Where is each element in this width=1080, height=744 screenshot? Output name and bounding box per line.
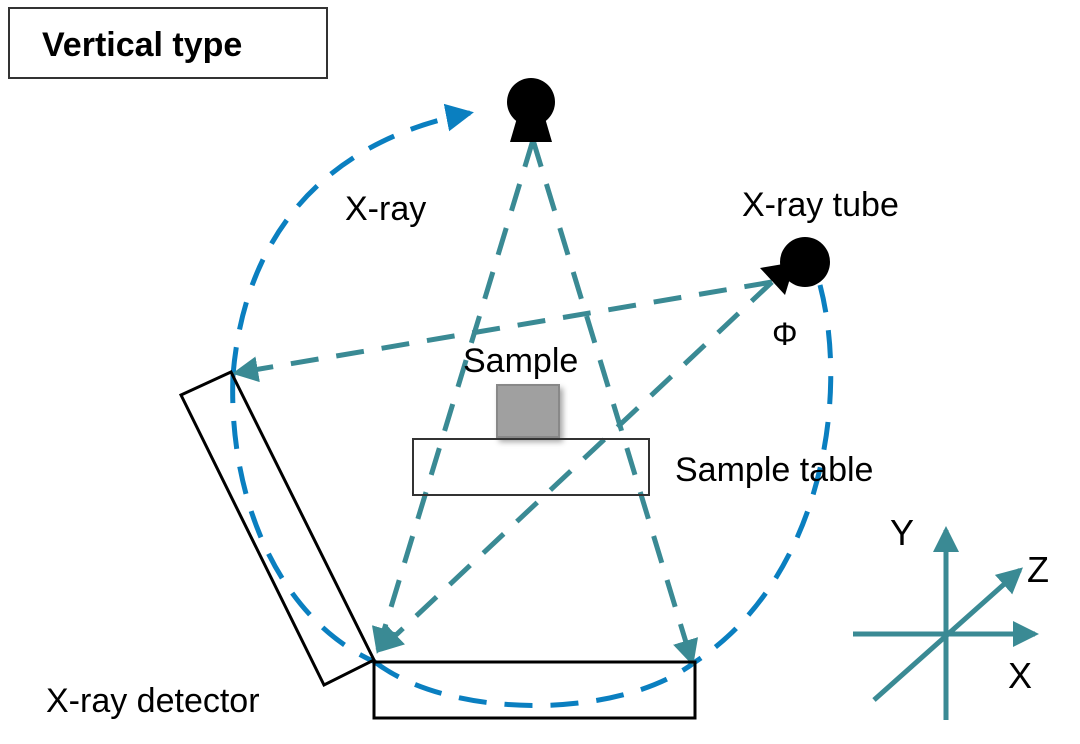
- phi-label: Φ: [772, 316, 798, 352]
- coordinate-axes: Y Z X: [853, 512, 1049, 720]
- sample-table-label: Sample table: [675, 451, 873, 489]
- xray-tube-top-icon: [507, 78, 555, 142]
- xray-detector-bottom: [372, 660, 697, 720]
- rotation-arc-upper: [230, 103, 474, 376]
- rotation-arc-right: [693, 284, 834, 665]
- axis-x-label: X: [1008, 655, 1032, 696]
- sample-block: [496, 384, 560, 438]
- xray-detector-tilted: [178, 370, 377, 688]
- xray-tube-right-icon: [760, 237, 830, 295]
- rotation-arc-left: [230, 374, 377, 665]
- xray-tube-label: X-ray tube: [742, 186, 899, 224]
- xray-label: X-ray: [345, 190, 426, 228]
- title-text: Vertical type: [42, 26, 242, 64]
- sample-label: Sample: [463, 342, 578, 380]
- sample-table: [412, 438, 650, 496]
- axis-y-label: Y: [890, 512, 914, 553]
- xray-detector-label: X-ray detector: [46, 682, 260, 720]
- axis-z-line: [872, 567, 1023, 702]
- rotation-arc-bottom: [373, 660, 697, 708]
- axis-z-label: Z: [1027, 549, 1049, 590]
- title-box: Vertical type: [8, 7, 328, 79]
